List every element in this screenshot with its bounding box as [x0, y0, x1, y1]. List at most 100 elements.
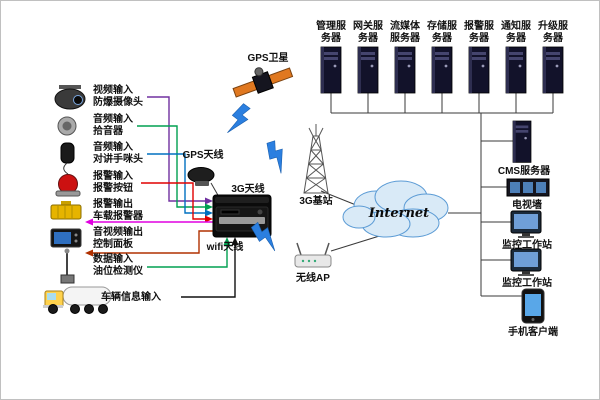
server-tower-icon	[320, 46, 342, 94]
satellite-dish	[254, 67, 264, 77]
panel-screen	[54, 232, 71, 244]
server-label: 升级服	[538, 19, 569, 32]
base-station-3g-label: 3G基站	[299, 194, 332, 207]
camera-lens	[73, 95, 83, 105]
connector-lines	[210, 93, 554, 297]
pickup-grille	[62, 121, 72, 131]
intercom-handset: 音频输入 对讲手咪头	[60, 140, 143, 175]
dome-camera-icon	[54, 85, 86, 110]
gps-antenna-base	[195, 181, 209, 186]
oil-level-detector: 数据输入 油位检测仪	[60, 248, 144, 284]
tv-wall-screen	[510, 182, 520, 193]
av-output-label: 音视频输出	[93, 225, 143, 238]
siren-icon	[50, 201, 82, 220]
dvr-knob	[257, 209, 263, 215]
pickup-icon	[57, 116, 77, 136]
tv-wall-screen	[536, 182, 546, 193]
workstation-1-label: 监控工作站	[502, 238, 552, 251]
workstation-2: 监控工作站	[502, 248, 552, 289]
server-label: 务器	[506, 31, 527, 44]
gps-satellite-label: GPS卫星	[247, 52, 288, 64]
server-label: 流媒体	[390, 19, 421, 32]
gps-antenna-label: GPS天线	[182, 148, 223, 161]
workstation-monitor-icon	[510, 248, 542, 277]
cms-server-label: CMS服务器	[498, 164, 551, 177]
ap-body	[294, 254, 332, 268]
server-notification: 通知服 务器	[501, 19, 532, 94]
camera-label: 防爆摄像头	[93, 95, 143, 108]
lattice-tower-icon	[303, 124, 329, 194]
arrow-video-in	[205, 197, 213, 205]
control-panel: 音视频输出 控制面板	[50, 225, 143, 250]
control-panel-icon	[50, 228, 82, 248]
explosion-proof-camera: 视频输入 防爆摄像头	[54, 83, 143, 110]
satellite-icon	[232, 67, 294, 98]
camera-mount	[59, 85, 81, 89]
server-label: 务器	[469, 31, 490, 44]
ap-led	[313, 259, 317, 263]
detector-icon	[60, 248, 75, 284]
io-flows	[85, 96, 239, 298]
data-input-label: 数据输入	[93, 252, 133, 265]
server-label: 务器	[543, 31, 564, 44]
panel-button	[74, 233, 78, 237]
antenna-3g-label: 3G天线	[231, 182, 264, 195]
alarm-button-icon	[55, 174, 81, 197]
flow-audio-in-1	[137, 125, 205, 208]
flow-data-in	[147, 245, 228, 268]
truck-wheel	[70, 304, 80, 314]
truck-wheel	[98, 304, 108, 314]
phone-screen	[525, 294, 541, 316]
server-alarm: 报警服 务器	[464, 19, 495, 94]
vehicle-dvr	[212, 194, 272, 238]
ap-antenna	[324, 242, 330, 256]
gps-satellite: GPS卫星	[232, 52, 294, 98]
alarm-button: 报警输入 报警按钮	[55, 169, 133, 197]
truck-wheel	[84, 304, 94, 314]
cloud-puff	[342, 205, 376, 229]
satellite-panel	[268, 67, 294, 85]
audio-input-label: 音频输入	[93, 112, 133, 125]
truck-icon	[43, 286, 112, 314]
server-label: 报警服	[464, 19, 495, 32]
server-gateway: 网关服 务器	[353, 19, 384, 94]
left-peripherals: 视频输入 防爆摄像头 音频输入 拾音器 音频输入 对讲手咪头 报警输入	[43, 83, 161, 314]
tv-wall-label: 电视墙	[512, 198, 542, 211]
alarm-input-label: 报警输入	[93, 169, 133, 182]
handset-icon	[60, 142, 75, 175]
server-label: 务器	[432, 31, 453, 44]
flow-video-in	[147, 96, 205, 202]
server-tower-icon	[394, 46, 416, 94]
internet-cloud: Internet	[342, 180, 449, 238]
siren-body	[50, 204, 82, 220]
server-upgrade: 升级服 务器	[538, 19, 569, 94]
server-tower-icon	[505, 46, 527, 94]
wifi-antenna-label: wifi天线	[206, 240, 244, 253]
gps-antenna: GPS天线	[182, 148, 224, 186]
arrow-alarm-in	[205, 215, 213, 223]
server-tower-icon	[431, 46, 453, 94]
mobile-client: 手机客户端	[508, 288, 558, 338]
server-tower-icon	[468, 46, 490, 94]
workstation-monitor-icon	[510, 210, 542, 239]
truck-wheel	[48, 304, 58, 314]
siren-handle	[61, 201, 71, 205]
server-storage: 存储服 务器	[427, 19, 458, 94]
audio-input-label: 音频输入	[93, 140, 133, 153]
server-tower-icon	[542, 46, 564, 94]
base-station-3g: 3G基站	[299, 124, 333, 207]
satellite-panel	[232, 80, 258, 98]
phone-home-button	[531, 318, 535, 321]
wireless-bolt-3g	[261, 137, 294, 175]
handset-label: 对讲手咪头	[93, 152, 143, 165]
arrow-data-in	[223, 237, 231, 245]
truck-window	[47, 293, 56, 300]
server-label: 通知服	[501, 19, 532, 32]
server-label: 服务器	[390, 31, 421, 44]
audio-pickup: 音频输入 拾音器	[57, 112, 133, 137]
server-label: 务器	[321, 31, 342, 44]
vehicle-info-label: 车辆信息输入	[101, 290, 161, 303]
server-management: 管理服 务器	[316, 19, 347, 94]
flow-av-out	[93, 230, 213, 254]
